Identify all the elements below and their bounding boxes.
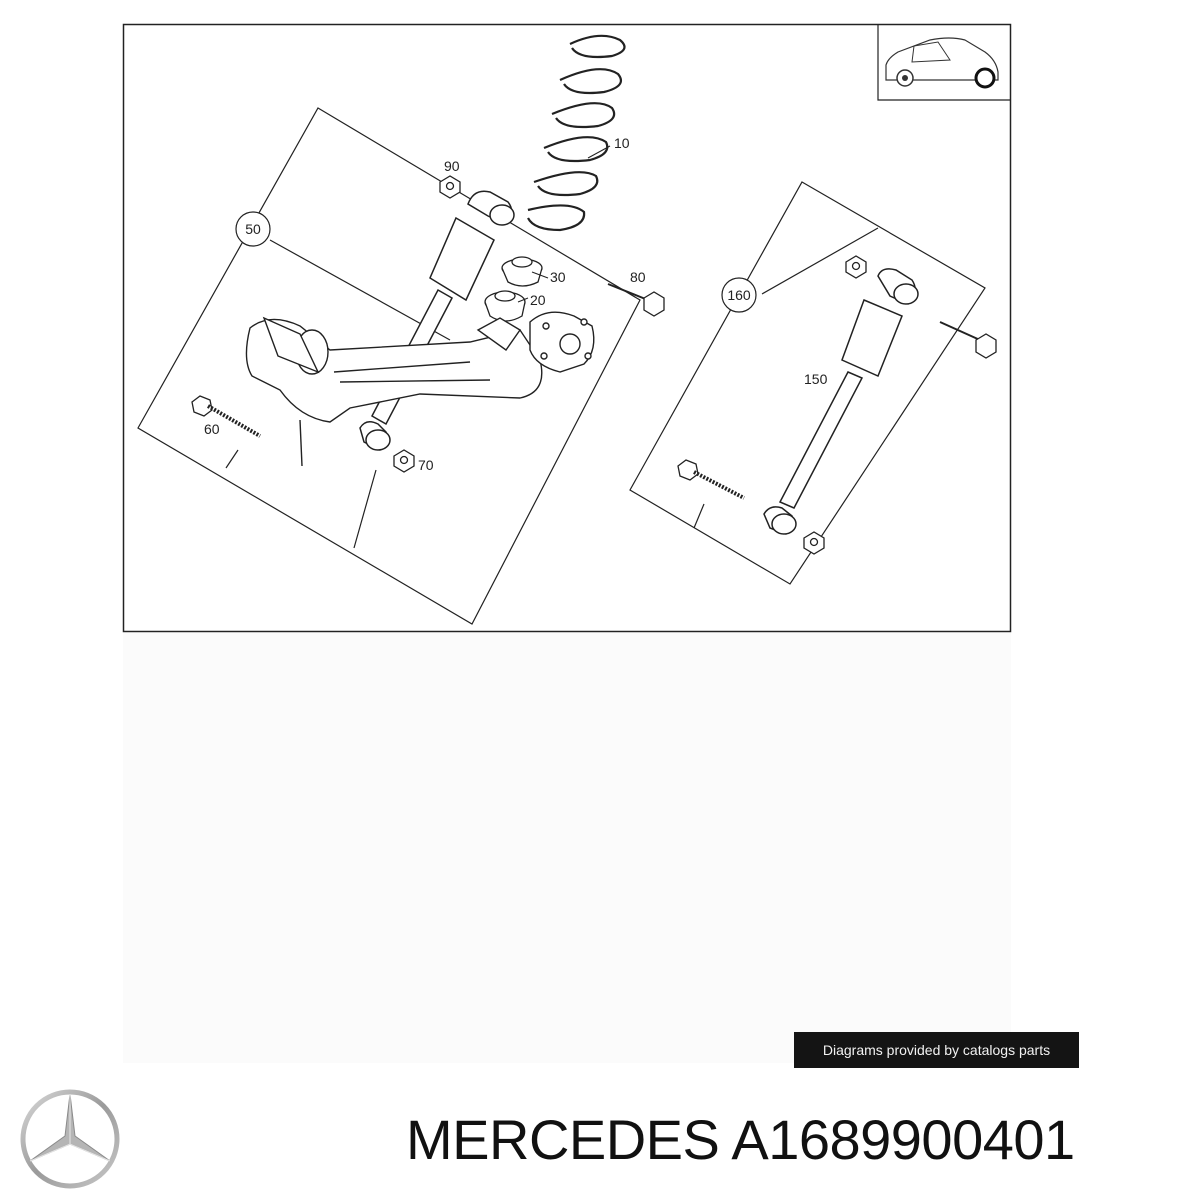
bolt-80 [607,283,665,317]
part-label-80: 80 [630,269,646,285]
nut-160-top [845,255,867,279]
product-title: MERCEDES A1689900401 [406,1108,1075,1171]
part-label-90: 90 [444,158,460,174]
callout-50: 50 [235,211,271,247]
shock-absorber-right [763,268,919,535]
car-rear-axle-icon [877,24,1010,101]
spring-pad-30 [501,256,543,287]
nut-160-bottom [803,531,825,555]
bolt-160-top [939,321,997,359]
part-label-30: 30 [550,269,566,285]
part-label-20: 20 [530,292,546,308]
svg-text:50: 50 [245,221,261,237]
spring-pad-20 [484,290,526,322]
coil-spring [527,34,626,232]
assembly-frame-160 [629,181,986,585]
nut-70 [393,449,415,473]
svg-text:160: 160 [727,287,751,303]
part-label-70: 70 [418,457,434,473]
bolt-160-bottom [677,459,745,500]
callout-160: 160 [721,277,757,313]
diagram-credit-badge: Diagrams provided by catalogs parts [794,1032,1079,1068]
mercedes-star-logo [20,1089,120,1189]
diagram-background-panel [123,633,1011,1063]
part-label-60: 60 [204,421,220,437]
bolt-60 [191,395,261,438]
part-label-10: 10 [614,135,630,151]
axle-beam [245,311,595,467]
nut-90 [439,175,461,199]
leader-lines [517,145,611,303]
part-label-150: 150 [804,371,828,387]
